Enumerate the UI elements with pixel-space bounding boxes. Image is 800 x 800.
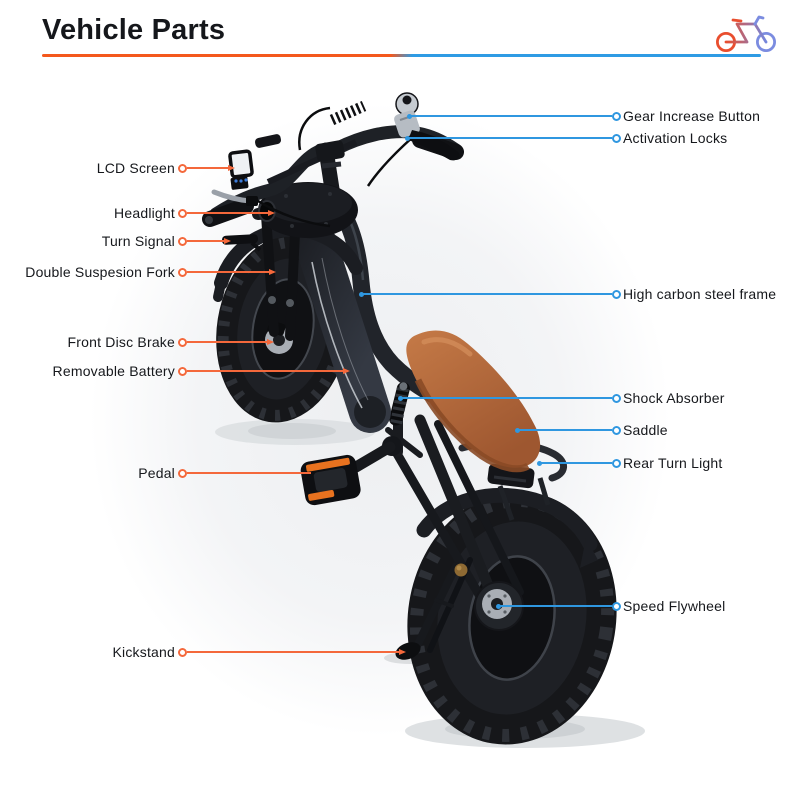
callout-label: Front Disc Brake: [67, 334, 175, 350]
callout-turn-signal: Turn Signal: [101, 231, 231, 251]
callout-label: Saddle: [623, 422, 668, 438]
callout-ring: [178, 366, 187, 376]
callout-label: Gear Increase Button: [623, 108, 761, 124]
callout-line: [187, 472, 311, 474]
callout-ring: [612, 458, 621, 468]
callout-kickstand: Kickstand: [112, 642, 406, 662]
bicycle-icon: [715, 15, 777, 53]
callout-line: [405, 135, 612, 141]
callout-line: [187, 164, 235, 171]
callout-ring: [178, 337, 187, 347]
callout-speed-flywheel: Speed Flywheel: [496, 596, 726, 616]
callout-line: [187, 237, 231, 244]
callout-front-disc-brake: Front Disc Brake: [67, 332, 274, 352]
callout-label: Rear Turn Light: [623, 455, 723, 471]
callout-line: [187, 367, 350, 374]
callout-removable-battery: Removable Battery: [52, 361, 350, 381]
callout-label: Pedal: [138, 465, 175, 481]
callout-label: Speed Flywheel: [623, 598, 726, 614]
callout-label: Shock Absorber: [623, 390, 725, 406]
callout-line: [187, 338, 274, 345]
callout-steel-frame: High carbon steel frame: [359, 284, 777, 304]
callout-ring: [612, 425, 621, 435]
callout-shock-absorber: Shock Absorber: [398, 388, 725, 408]
callout-saddle: Saddle: [515, 420, 668, 440]
callout-ring: [612, 289, 621, 299]
callout-label: Activation Locks: [623, 130, 728, 146]
callout-line: [187, 648, 406, 655]
callout-ring: [178, 208, 187, 218]
page-title: Vehicle Parts: [42, 14, 226, 46]
callout-pedal: Pedal: [138, 463, 311, 483]
callout-line: [515, 427, 612, 433]
callout-line: [187, 209, 275, 216]
callout-ring: [178, 163, 187, 173]
callout-headlight: Headlight: [114, 203, 275, 223]
title-underline: [42, 54, 761, 57]
callout-ring: [612, 601, 621, 611]
callout-ring: [178, 236, 187, 246]
callout-line: [407, 113, 612, 119]
callout-ring: [178, 647, 187, 657]
callout-label: High carbon steel frame: [623, 286, 777, 302]
callout-label: Headlight: [114, 205, 175, 221]
callout-label: LCD Screen: [96, 160, 175, 176]
callout-label: Double Suspesion Fork: [25, 264, 175, 280]
callout-ring: [612, 393, 621, 403]
callout-suspension-fork: Double Suspesion Fork: [25, 262, 276, 282]
callout-ring: [178, 267, 187, 277]
callout-label: Removable Battery: [52, 363, 175, 379]
callout-gear-increase-button: Gear Increase Button: [407, 106, 761, 126]
callout-label: Kickstand: [112, 644, 175, 660]
callout-ring: [612, 111, 621, 121]
callout-lcd-screen: LCD Screen: [96, 158, 235, 178]
callout-label: Turn Signal: [101, 233, 175, 249]
callout-ring: [178, 468, 187, 478]
callout-activation-locks: Activation Locks: [405, 128, 728, 148]
callout-line: [496, 603, 612, 609]
callout-line: [359, 291, 612, 297]
callout-rear-turn-light: Rear Turn Light: [537, 453, 723, 473]
callout-ring: [612, 133, 621, 143]
callout-line: [398, 395, 612, 401]
callout-line: [187, 268, 276, 275]
callout-line: [537, 460, 612, 466]
